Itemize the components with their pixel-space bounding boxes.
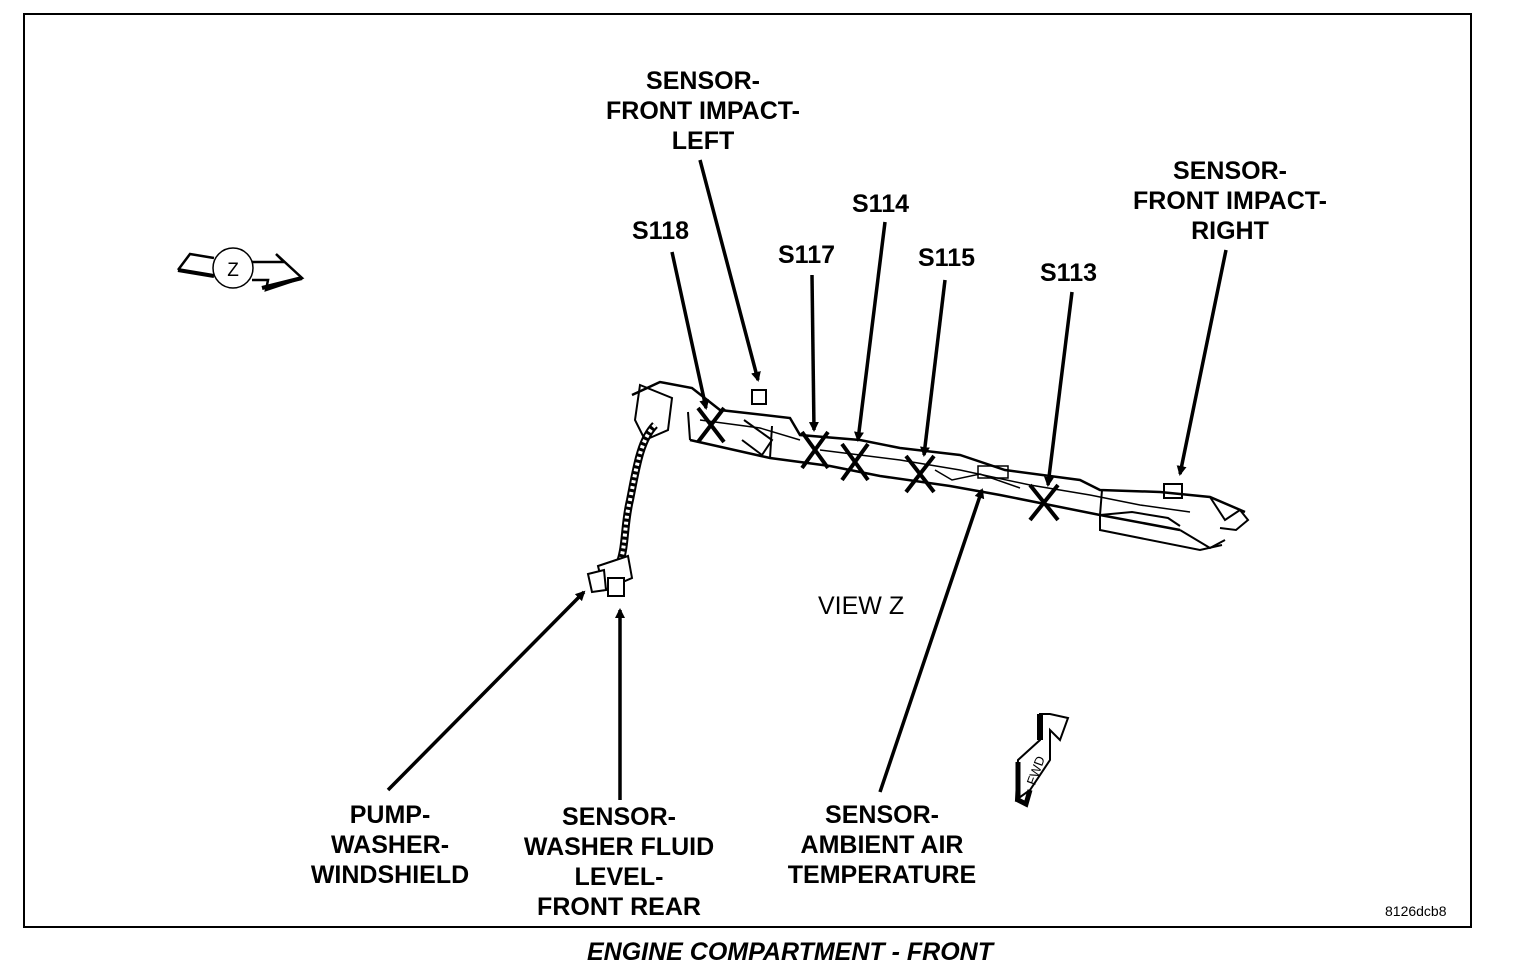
arrow-s113	[1044, 291, 1074, 487]
splice-mark-s118	[696, 406, 726, 444]
view-label: VIEW Z	[818, 592, 905, 620]
splice-marks	[696, 406, 1060, 522]
figure-id: 8126dcb8	[1385, 903, 1447, 919]
label-sensor-front-impact-right: SENSOR- FRONT IMPACT- RIGHT	[1133, 157, 1327, 245]
arrow-pump-washer	[386, 590, 586, 792]
harness-assembly	[631, 380, 1250, 552]
view-z-marker: Z	[227, 260, 239, 281]
splice-mark-s115	[904, 454, 936, 494]
arrow-s117	[808, 274, 819, 432]
splice-label-s117: S117	[778, 241, 836, 269]
splice-mark-s117	[800, 430, 830, 470]
arrow-front-impact-left	[698, 159, 761, 382]
view-z-circle	[212, 247, 254, 289]
label-sensor-ambient-air-temperature: SENSOR- AMBIENT AIR TEMPERATURE	[787, 801, 977, 889]
splice-mark-s113	[1028, 483, 1060, 522]
fwd-marker: FWD	[1014, 713, 1070, 808]
splice-label-s113: S113	[1040, 259, 1098, 287]
splice-label-s115: S115	[918, 244, 976, 272]
arrow-s115	[919, 279, 947, 457]
arrow-ambient-air	[878, 488, 985, 793]
leader-arrows	[386, 159, 1228, 800]
label-pump-washer-windshield: PUMP- WASHER- WINDSHIELD	[310, 801, 470, 889]
label-sensor-washer-fluid-level: SENSOR- WASHER FLUID LEVEL- FRONT REAR	[523, 803, 715, 921]
splice-label-s114: S114	[852, 190, 910, 218]
figure-caption: ENGINE COMPARTMENT - FRONT	[586, 938, 993, 966]
splice-label-s118: S118	[632, 217, 690, 245]
view-z-arrow: Z	[177, 247, 305, 292]
label-sensor-front-impact-left: SENSOR- FRONT IMPACT- LEFT	[606, 67, 800, 155]
washer-hose	[586, 422, 659, 597]
diagram-frame	[23, 13, 1472, 928]
arrow-s118	[670, 251, 710, 410]
arrow-front-impact-right	[1176, 249, 1228, 476]
splice-mark-s114	[840, 442, 870, 482]
arrow-s114	[854, 221, 887, 442]
